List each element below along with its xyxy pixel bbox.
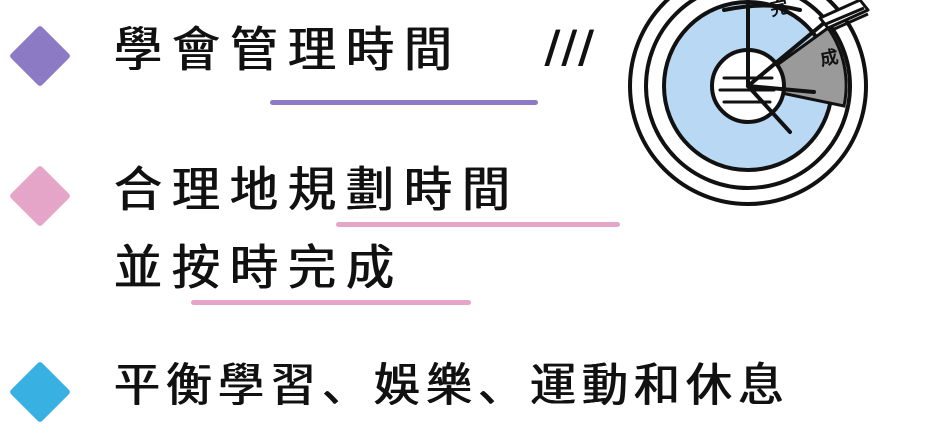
diamond-bullet-icon [8, 360, 72, 424]
item-1-underline [270, 100, 538, 105]
bullet-line-1: 學會管理時間 /// [0, 16, 944, 105]
diamond-bullet-icon [8, 24, 72, 88]
item-3-text: 平衡學習、娛樂、運動和休息 [114, 358, 790, 412]
item-1-text: 學會管理時間 [114, 22, 463, 78]
diamond-bullet-icon [8, 164, 72, 228]
item-2-underline-2 [191, 300, 471, 305]
item-2-line-1: 合理地規劃時間 [114, 162, 521, 218]
item-2-underline-1 [336, 222, 620, 227]
bullet-line-3: 平衡學習、娛樂、運動和休息 [0, 350, 944, 430]
target-sketch-mark [722, 3, 802, 12]
item-2-line-2: 並按時完成 [114, 240, 405, 296]
bullet-line-2: 合理地規劃時間 並按時完成 [0, 156, 944, 306]
item-1-suffix: /// [545, 22, 596, 73]
